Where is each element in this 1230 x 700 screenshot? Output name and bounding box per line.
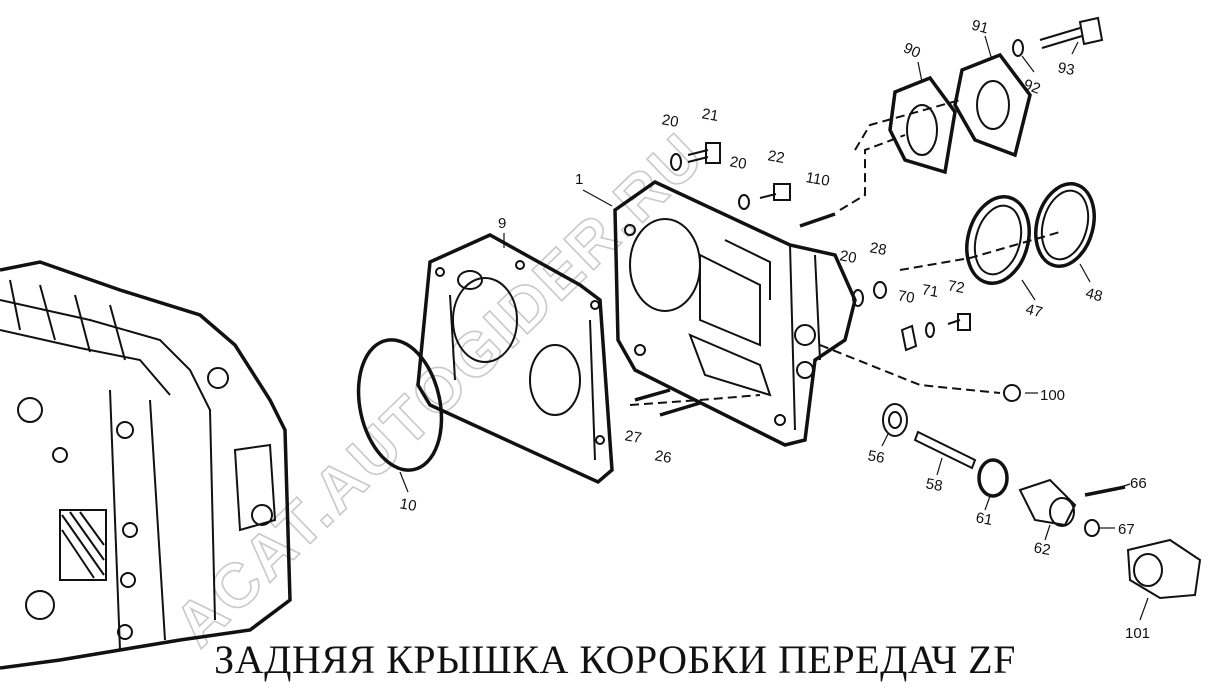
- label-1: 1: [575, 171, 583, 188]
- leader-lines: [399, 35, 1149, 621]
- stud-26: [659, 401, 701, 417]
- o-ring-61: [977, 458, 1009, 498]
- bolt-21: [687, 142, 721, 164]
- washer-20c: [852, 289, 864, 307]
- label-67: 67: [1118, 521, 1135, 538]
- gearbox-housing: [0, 260, 292, 670]
- diagram-caption: ЗАДНЯЯ КРЫШКА КОРОБКИ ПЕРЕДАЧ ZF: [214, 637, 1016, 682]
- label-27: 27: [623, 427, 642, 447]
- plug-70: [900, 324, 918, 352]
- rear-cover-1: [613, 179, 857, 447]
- gasket-90: [888, 75, 957, 175]
- label-90: 90: [901, 39, 923, 61]
- shaft-58: [913, 430, 977, 470]
- label-110: 110: [804, 169, 831, 190]
- label-91: 91: [970, 17, 991, 38]
- stud-110: [799, 212, 836, 228]
- o-ring-10: [356, 338, 444, 472]
- watermark: ACAT.AUTOGIDER.RU: [162, 120, 718, 660]
- label-20-c: 20: [838, 247, 857, 267]
- label-20: 20: [660, 111, 679, 131]
- label-92: 92: [1021, 76, 1042, 98]
- seal-48: [1034, 182, 1096, 268]
- bolt-93: [1039, 16, 1104, 49]
- label-21: 21: [700, 105, 719, 125]
- label-20-b: 20: [728, 153, 747, 173]
- label-26: 26: [653, 447, 672, 467]
- cover-plate-91: [953, 52, 1032, 158]
- label-62: 62: [1032, 539, 1051, 559]
- speedometer-drive-62: [1018, 478, 1077, 527]
- stud-27: [634, 388, 671, 402]
- nut-22: [759, 183, 791, 201]
- label-66: 66: [1130, 475, 1147, 492]
- washer-92: [1012, 39, 1024, 57]
- part-labels: 93 92 91 90 20 21 20 22 110 1 9 20 28 70…: [398, 17, 1150, 642]
- label-71: 71: [920, 281, 939, 301]
- label-47: 47: [1024, 301, 1045, 322]
- ring-71: [925, 322, 935, 338]
- label-70: 70: [896, 287, 915, 307]
- label-28: 28: [868, 239, 887, 259]
- label-22: 22: [766, 147, 785, 167]
- nut-28: [873, 281, 887, 299]
- gear-56: [882, 403, 908, 437]
- gasket-9: [416, 233, 614, 485]
- label-58: 58: [924, 475, 943, 495]
- nut-67: [1084, 519, 1100, 537]
- assembly-axes: [629, 99, 1061, 406]
- bolt-72: [947, 313, 971, 331]
- label-9: 9: [498, 215, 506, 232]
- label-93: 93: [1056, 59, 1075, 79]
- label-48: 48: [1084, 285, 1105, 306]
- label-101: 101: [1125, 625, 1150, 642]
- label-72: 72: [946, 277, 965, 297]
- plug-100: [1003, 384, 1021, 402]
- label-56: 56: [866, 447, 885, 467]
- seal-47: [965, 195, 1031, 285]
- washer-20: [670, 153, 682, 171]
- label-10: 10: [398, 495, 417, 515]
- cover-plate-91-bore: [976, 80, 1010, 130]
- label-61: 61: [974, 509, 993, 529]
- label-100: 100: [1040, 387, 1065, 404]
- gasket-90-bore: [906, 104, 938, 156]
- washer-20b: [738, 194, 750, 210]
- flange-101: [1126, 538, 1202, 600]
